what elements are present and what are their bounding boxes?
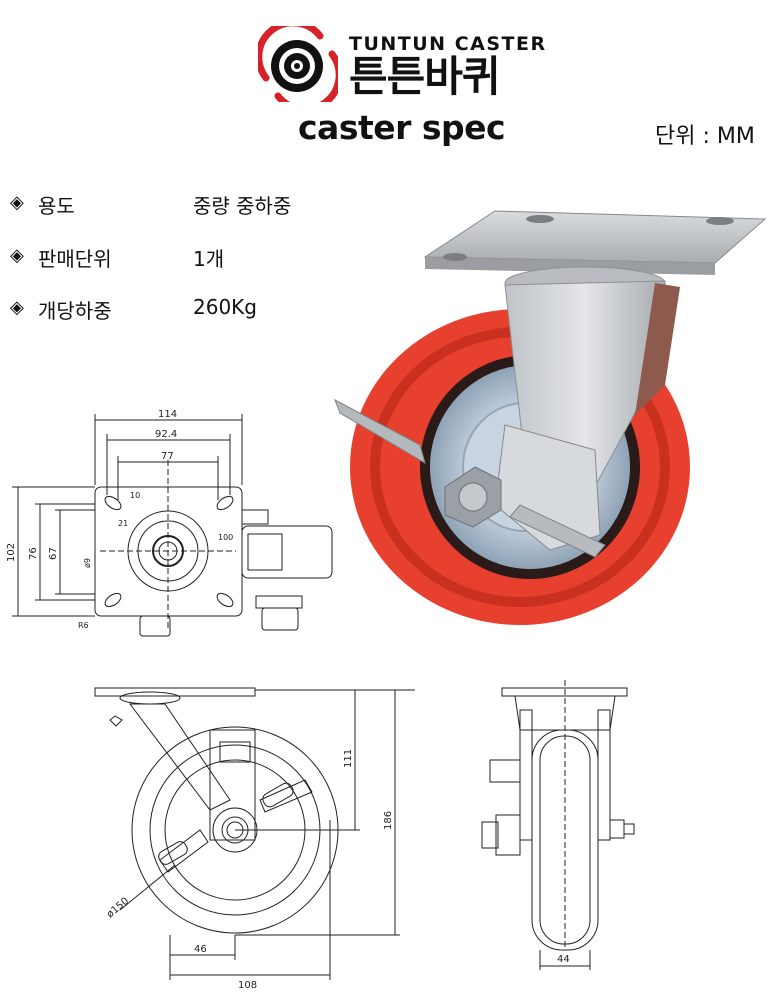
diamond-bullet-icon: ◈ — [10, 192, 24, 213]
spec-label: 개당하중 — [38, 299, 112, 323]
dim-wheel-dia: ø150 — [105, 896, 131, 921]
dim-hole-dia: ø9 — [83, 558, 92, 568]
dim-inner-y: 67 — [48, 547, 59, 560]
top-view-drawing: 114 92.4 77 102 76 67 21 10 100 ø9 R6 — [6, 409, 333, 637]
dim-height-to-axle: 111 — [343, 749, 354, 768]
brand-name-ko: 튼튼바퀴 — [349, 52, 501, 101]
spec-row-usage: ◈ 용도 중량 중하중 — [10, 190, 380, 222]
dim-offset: 100 — [218, 533, 233, 542]
caster-photo — [334, 210, 767, 625]
dim-hole-spacing-y: 76 — [28, 547, 39, 560]
dim-plate-width: 114 — [158, 409, 177, 420]
tuntun-logo-icon — [258, 26, 338, 102]
front-view-drawing: 44 — [481, 680, 635, 970]
page-title: caster spec — [298, 108, 506, 147]
dim-overall-length: 108 — [238, 980, 257, 990]
dim-hole-spacing-x: 92.4 — [155, 429, 177, 440]
diamond-bullet-icon: ◈ — [10, 297, 24, 318]
diamond-bullet-icon: ◈ — [10, 245, 24, 266]
spec-row-sales-unit: ◈ 판매단위 1개 — [10, 243, 380, 275]
spec-label: 용도 — [38, 194, 75, 218]
dim-slot-a: 21 — [118, 519, 128, 528]
unit-label: 단위 : MM — [655, 124, 755, 149]
brand-name-en: TUNTUN CASTER — [349, 33, 547, 55]
dim-plate-height: 102 — [6, 543, 17, 562]
dim-slot-b: 10 — [130, 491, 140, 500]
spec-value: 중량 중하중 — [193, 194, 292, 218]
spec-row-load: ◈ 개당하중 260Kg — [10, 295, 380, 327]
dim-corner-radius: R6 — [78, 621, 89, 630]
side-view-drawing: 111 186 ø150 46 108 — [94, 687, 415, 990]
spec-value: 260Kg — [193, 295, 257, 319]
spec-label: 판매단위 — [38, 247, 112, 271]
dim-inner-x: 77 — [161, 451, 174, 462]
dim-swivel-offset: 46 — [194, 944, 207, 955]
spec-value: 1개 — [193, 247, 225, 271]
dim-wheel-width: 44 — [557, 954, 570, 965]
dim-total-height: 186 — [383, 811, 394, 830]
